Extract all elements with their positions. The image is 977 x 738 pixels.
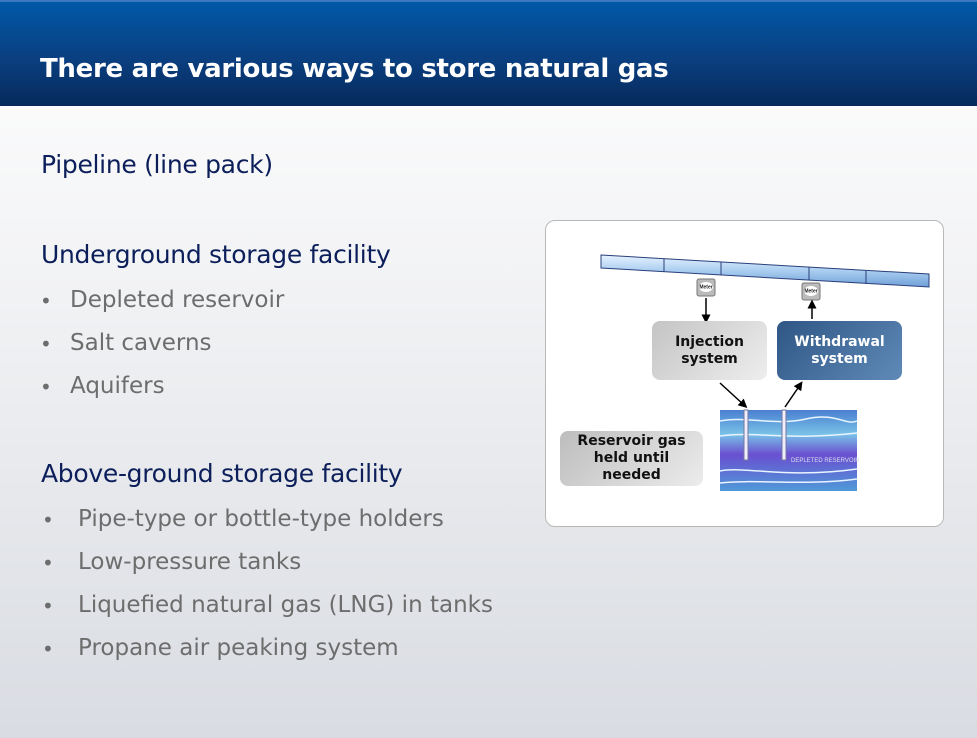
list-item: Aquifers bbox=[70, 373, 165, 399]
meter-icon: Meter bbox=[696, 278, 716, 297]
bullet-icon: • bbox=[40, 289, 52, 313]
meter-label: Meter bbox=[699, 285, 712, 291]
bullet-icon: • bbox=[42, 637, 54, 661]
meter-icon: Meter bbox=[801, 282, 821, 301]
list-item: Depleted reservoir bbox=[70, 287, 285, 313]
slide-title: There are various ways to store natural … bbox=[40, 54, 669, 84]
heading-underground: Underground storage facility bbox=[41, 240, 391, 269]
list-item: Liquefied natural gas (LNG) in tanks bbox=[78, 592, 493, 618]
injection-system-box: Injection system bbox=[652, 321, 767, 380]
bullet-icon: • bbox=[40, 332, 52, 356]
arrow-icon bbox=[784, 381, 803, 408]
withdrawal-system-box: Withdrawal system bbox=[777, 321, 902, 380]
diagram-graphics: Meter Meter DEPLETED RESERVOIR bbox=[600, 254, 930, 491]
meter-label: Meter bbox=[804, 289, 817, 295]
bullet-icon: • bbox=[42, 594, 54, 618]
slide-header: There are various ways to store natural … bbox=[0, 0, 977, 106]
list-item: Pipe-type or bottle-type holders bbox=[78, 506, 444, 532]
list-item: Salt caverns bbox=[70, 330, 212, 356]
bullet-icon: • bbox=[42, 508, 54, 532]
reservoir-label-box: Reservoir gas held until needed bbox=[560, 431, 703, 486]
arrow-icon bbox=[719, 382, 748, 409]
heading-pipeline: Pipeline (line pack) bbox=[41, 150, 273, 179]
list-item: Low-pressure tanks bbox=[78, 549, 302, 575]
pipeline-graphic bbox=[600, 254, 930, 288]
bullet-icon: • bbox=[40, 375, 52, 399]
list-item: Propane air peaking system bbox=[78, 635, 399, 661]
heading-above-ground: Above-ground storage facility bbox=[41, 459, 403, 488]
bullet-icon: • bbox=[42, 551, 54, 575]
reservoir-image: DEPLETED RESERVOIR bbox=[719, 409, 860, 491]
storage-diagram: Meter Meter DEPLETED RESERVOIR Injection… bbox=[545, 220, 944, 527]
reservoir-image-label: DEPLETED RESERVOIR bbox=[791, 458, 860, 464]
